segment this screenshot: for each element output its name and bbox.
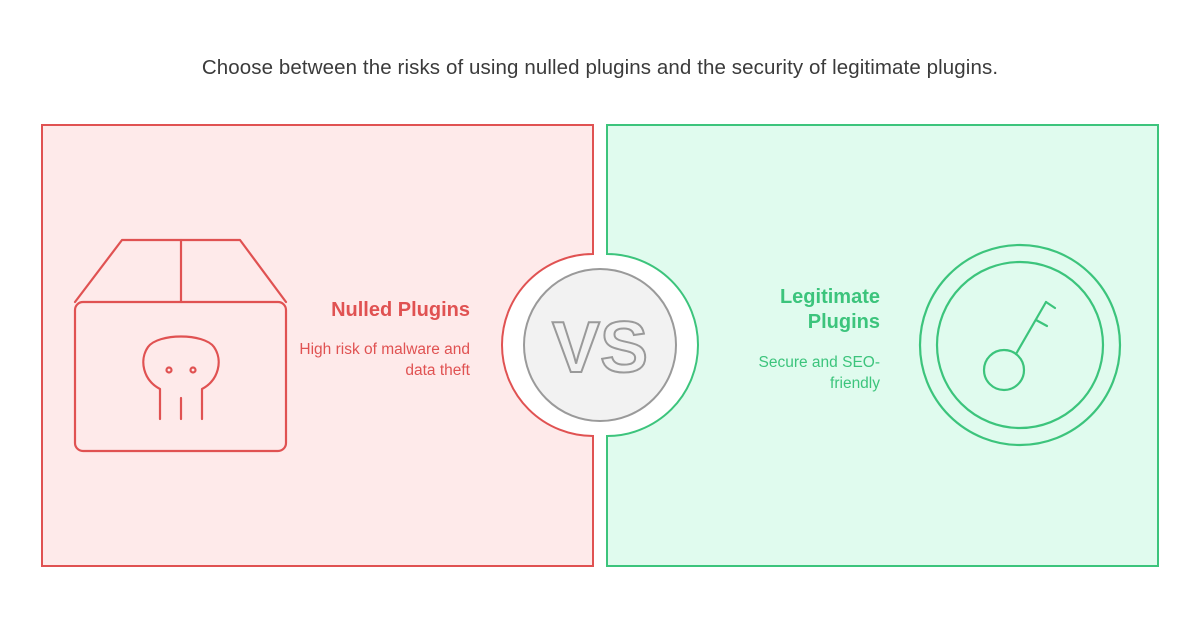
vs-label: VS <box>552 308 648 388</box>
vs-badge: VS <box>523 268 677 422</box>
key-icon <box>918 243 1122 447</box>
legitimate-plugins-panel <box>606 124 1159 567</box>
nulled-plugins-title: Nulled Plugins <box>331 299 470 321</box>
nulled-plugins-description: High risk of malware and data theft <box>299 341 470 379</box>
legitimate-plugins-title: Legitimate Plugins <box>779 286 880 333</box>
nulled-plugins-panel <box>41 124 594 567</box>
page-title: Choose between the risks of using nulled… <box>201 56 999 79</box>
legitimate-plugins-description: Secure and SEO-friendly <box>758 354 880 392</box>
box-with-skull-icon <box>73 238 288 453</box>
